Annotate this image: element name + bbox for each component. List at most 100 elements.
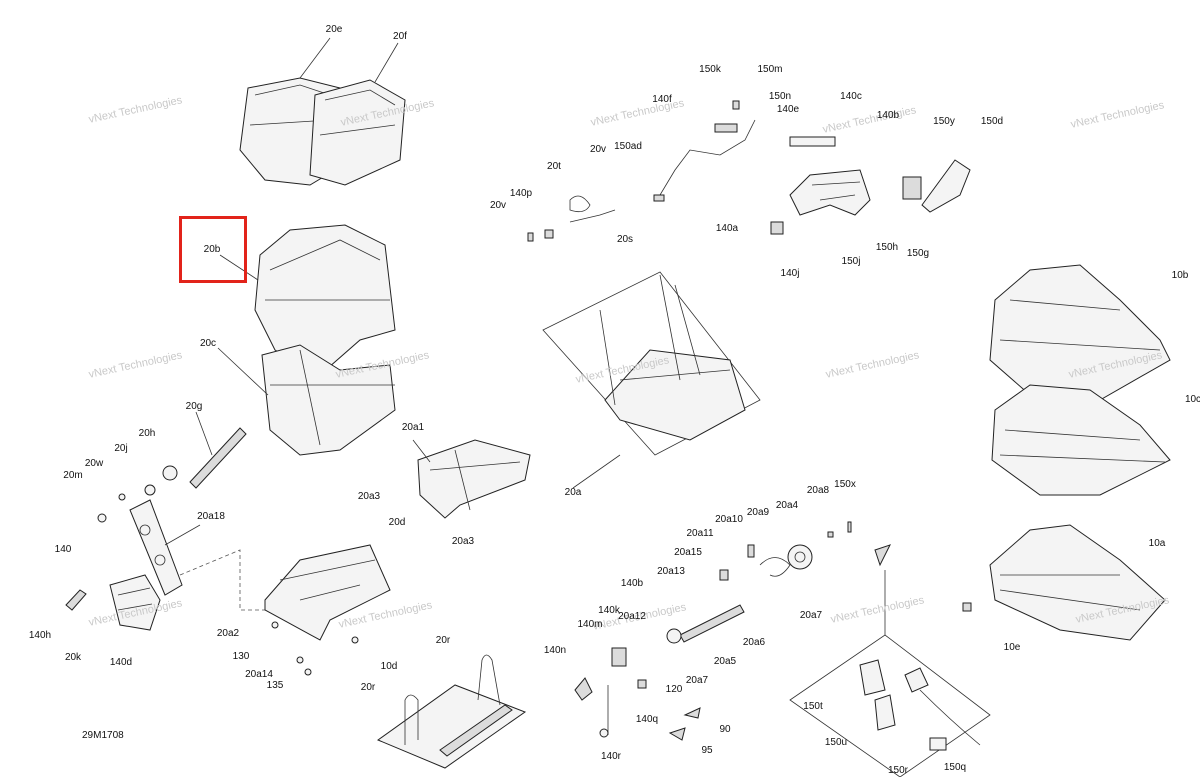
label-20a3: 20a3	[357, 491, 381, 502]
label-20a10: 20a10	[715, 514, 743, 525]
label-10d: 10d	[380, 661, 398, 672]
part-20r-shape	[376, 654, 527, 769]
label-20a15: 20a15	[674, 547, 702, 558]
part-20a4-shape	[787, 544, 813, 570]
label-140: 140	[54, 544, 72, 555]
label-20a13: 20a13	[657, 566, 685, 577]
label-20a1: 20a1	[401, 422, 425, 433]
part-150g-shape	[902, 176, 922, 200]
label-150g: 150g	[906, 248, 930, 259]
label-140b: 140b	[620, 578, 644, 589]
label-140a: 140a	[715, 223, 739, 234]
label-10b: 10b	[1171, 270, 1189, 281]
label-150u: 150u	[824, 737, 848, 748]
part-20m-screw	[97, 513, 107, 523]
part-20j-washer	[144, 484, 156, 496]
label-140d: 140d	[109, 657, 133, 668]
part-140f-harness	[659, 119, 756, 196]
label-90: 90	[719, 724, 731, 735]
part-20b-shape	[254, 224, 396, 376]
part-20a-shape	[599, 274, 746, 441]
part-10c-shape	[991, 384, 1171, 496]
label-150m: 150m	[757, 64, 783, 75]
diagram-code: 29M1708	[82, 730, 124, 741]
label-140j: 140j	[780, 268, 800, 279]
part-150n-shape	[714, 123, 738, 133]
label-20v: 20v	[489, 200, 507, 211]
label-20a6: 20a6	[742, 637, 766, 648]
label-150ad: 150ad	[614, 141, 642, 152]
label-140k: 140k	[598, 605, 620, 616]
part-20c-shape	[261, 344, 396, 456]
label-20g: 20g	[185, 401, 203, 412]
part-150d-shape	[921, 159, 971, 213]
part-20a6-shape	[679, 604, 745, 643]
label-20r: 20r	[435, 635, 451, 646]
label-150y: 150y	[933, 116, 955, 127]
label-20c: 20c	[199, 338, 217, 349]
label-20s: 20s	[616, 234, 634, 245]
label-20b: 20b	[203, 244, 221, 255]
label-20a3: 20a3	[451, 536, 475, 547]
label-150j: 150j	[841, 256, 861, 267]
part-150t-shape	[859, 659, 886, 696]
label-20a14: 20a14	[245, 669, 273, 680]
label-140p: 140p	[509, 188, 533, 199]
label-20m: 20m	[63, 470, 83, 481]
label-140e: 140e	[776, 104, 800, 115]
label-150x: 150x	[834, 479, 856, 490]
label-20k: 20k	[64, 652, 82, 663]
label-20r: 20r	[360, 682, 376, 693]
label-140q: 140q	[635, 714, 659, 725]
label-150t: 150t	[803, 701, 823, 712]
label-150n: 150n	[768, 91, 792, 102]
label-20a18: 20a18	[197, 511, 225, 522]
part-140h-shape	[65, 589, 87, 611]
label-150r: 150r	[887, 765, 909, 776]
part-150u-shape	[874, 694, 896, 731]
part-20g-shape	[189, 427, 247, 489]
label-95: 95	[701, 745, 713, 756]
part-20a18-shape	[129, 499, 183, 596]
label-20j: 20j	[114, 443, 128, 454]
label-20d: 20d	[388, 517, 406, 528]
label-10a: 10a	[1148, 538, 1166, 549]
part-140-shape	[109, 574, 161, 631]
part-140c-shape	[789, 136, 836, 147]
callout-frame-150	[789, 634, 991, 777]
part-20a1-shape	[417, 439, 531, 519]
label-20a7: 20a7	[685, 675, 709, 686]
part-20w-washer	[118, 493, 126, 501]
highlight-box-20b	[179, 216, 247, 283]
label-150q: 150q	[943, 762, 967, 773]
label-140f: 140f	[652, 94, 672, 105]
part-20a2-shape	[264, 544, 391, 641]
label-20t: 20t	[547, 161, 561, 172]
label-20h: 20h	[138, 428, 156, 439]
label-20v: 20v	[589, 144, 607, 155]
label-20a5: 20a5	[713, 656, 737, 667]
label-10c: 10c	[1184, 394, 1200, 405]
label-20a: 20a	[564, 487, 582, 498]
label-10e: 10e	[1003, 642, 1021, 653]
part-150q-shape	[929, 737, 947, 751]
label-150d: 150d	[980, 116, 1004, 127]
label-140m: 140m	[577, 619, 603, 630]
label-20a9: 20a9	[746, 507, 770, 518]
label-150h: 150h	[875, 242, 899, 253]
label-20e: 20e	[325, 24, 343, 35]
label-130: 130	[232, 651, 250, 662]
label-140n: 140n	[543, 645, 567, 656]
label-140r: 140r	[600, 751, 622, 762]
label-20a2: 20a2	[216, 628, 240, 639]
label-120: 120	[665, 684, 683, 695]
part-20h-washer	[162, 465, 178, 481]
label-20a7: 20a7	[799, 610, 823, 621]
label-135: 135	[266, 680, 284, 691]
label-140h: 140h	[28, 630, 52, 641]
label-20a11: 20a11	[686, 528, 714, 539]
label-150k: 150k	[699, 64, 721, 75]
label-20a4: 20a4	[775, 500, 799, 511]
part-140a-shape	[789, 169, 871, 216]
